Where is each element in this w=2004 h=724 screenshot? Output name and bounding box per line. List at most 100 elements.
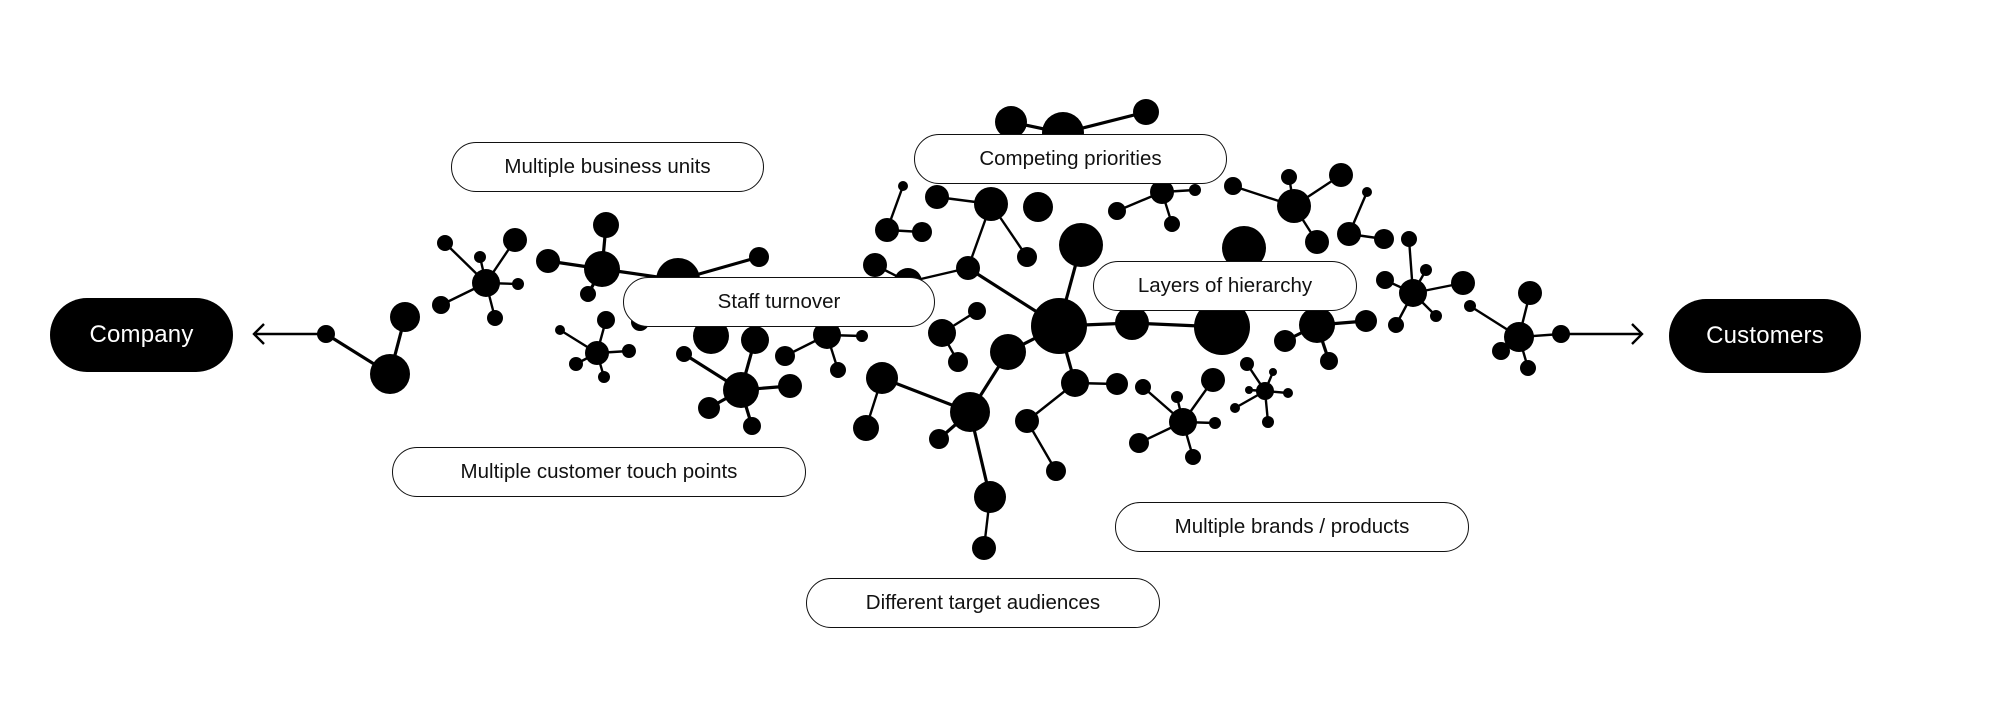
- network-node: [676, 346, 692, 362]
- network-node: [1299, 307, 1335, 343]
- network-node: [1518, 281, 1542, 305]
- network-node: [437, 235, 453, 251]
- network-node: [569, 357, 583, 371]
- network-node: [555, 325, 565, 335]
- network-node: [928, 319, 956, 347]
- network-node: [693, 318, 729, 354]
- network-node: [1262, 416, 1274, 428]
- network-node: [1451, 271, 1475, 295]
- network-node: [1115, 306, 1149, 340]
- network-node: [743, 417, 761, 435]
- network-node: [856, 330, 868, 342]
- network-node: [1059, 223, 1103, 267]
- network-node: [1129, 433, 1149, 453]
- network-node: [598, 371, 610, 383]
- network-node: [1108, 202, 1126, 220]
- network-node: [956, 256, 980, 280]
- network-node: [974, 187, 1008, 221]
- network-node: [972, 536, 996, 560]
- network-node: [830, 362, 846, 378]
- network-node: [536, 249, 560, 273]
- network-node: [1169, 408, 1197, 436]
- network-node: [584, 251, 620, 287]
- network-node: [1374, 229, 1394, 249]
- network-node: [775, 346, 795, 366]
- network-node: [593, 212, 619, 238]
- network-node: [1430, 310, 1442, 322]
- network-node: [974, 481, 1006, 513]
- network-node: [1492, 342, 1510, 360]
- challenge-label: Multiple customer touch points: [460, 460, 738, 483]
- network-node: [1245, 386, 1253, 394]
- endpoint-arrows: [252, 323, 1644, 345]
- network-node: [1320, 352, 1338, 370]
- challenge-label: Layers of hierarchy: [1137, 274, 1313, 297]
- network-node: [1171, 391, 1183, 403]
- challenge-label: Different target audiences: [865, 591, 1101, 614]
- network-node: [990, 334, 1026, 370]
- challenge-brands-products: Multiple brands / products: [1115, 502, 1469, 552]
- network-node: [912, 222, 932, 242]
- network-node: [1209, 417, 1221, 429]
- network-node: [622, 344, 636, 358]
- network-node: [1520, 360, 1536, 376]
- challenge-target-audiences: Different target audiences: [806, 578, 1160, 628]
- challenge-customer-touch-points: Multiple customer touch points: [392, 447, 806, 497]
- network-node: [512, 278, 524, 290]
- network-node: [1240, 357, 1254, 371]
- network-node: [1017, 247, 1037, 267]
- network-node: [929, 429, 949, 449]
- network-node: [863, 253, 887, 277]
- network-node: [723, 372, 759, 408]
- challenge-business-units: Multiple business units: [451, 142, 764, 192]
- network-node: [1023, 192, 1053, 222]
- network-node: [432, 296, 450, 314]
- network-node: [1401, 231, 1417, 247]
- network-node: [1150, 180, 1174, 204]
- network-node: [995, 106, 1027, 138]
- network-node: [1230, 403, 1240, 413]
- network-node: [1031, 298, 1087, 354]
- network-node: [948, 352, 968, 372]
- network-node: [1388, 317, 1404, 333]
- network-node: [1274, 330, 1296, 352]
- network-node: [1015, 409, 1039, 433]
- network-node: [1355, 310, 1377, 332]
- arrow-left-icon: [252, 323, 326, 345]
- challenge-label: Multiple brands / products: [1174, 515, 1410, 538]
- network-node: [1305, 230, 1329, 254]
- network-node: [1329, 163, 1353, 187]
- customers-node: Customers: [1669, 299, 1861, 373]
- network-node: [898, 181, 908, 191]
- network-node: [597, 311, 615, 329]
- network-node: [1277, 189, 1311, 223]
- network-node: [1046, 461, 1066, 481]
- challenge-label: Staff turnover: [717, 290, 841, 313]
- network-node: [1362, 187, 1372, 197]
- network-node: [1283, 388, 1293, 398]
- challenge-competing-priorities: Competing priorities: [914, 134, 1227, 184]
- network-node: [580, 286, 596, 302]
- network-node: [1281, 169, 1297, 185]
- arrow-right-icon: [1561, 323, 1644, 345]
- network-node: [1269, 368, 1277, 376]
- company-label: Company: [89, 321, 194, 348]
- network-node: [1376, 271, 1394, 289]
- network-node: [1061, 369, 1089, 397]
- network-node: [370, 354, 410, 394]
- network-node: [778, 374, 802, 398]
- network-node: [585, 341, 609, 365]
- network-node: [968, 302, 986, 320]
- network-node: [1222, 226, 1266, 270]
- network-node: [1133, 99, 1159, 125]
- network-node: [1256, 382, 1274, 400]
- network-node: [698, 397, 720, 419]
- network-node: [875, 218, 899, 242]
- network-node: [925, 185, 949, 209]
- network-node: [1464, 300, 1476, 312]
- network-node: [472, 269, 500, 297]
- network-node: [1189, 184, 1201, 196]
- network-node: [487, 310, 503, 326]
- challenge-label: Competing priorities: [979, 147, 1162, 170]
